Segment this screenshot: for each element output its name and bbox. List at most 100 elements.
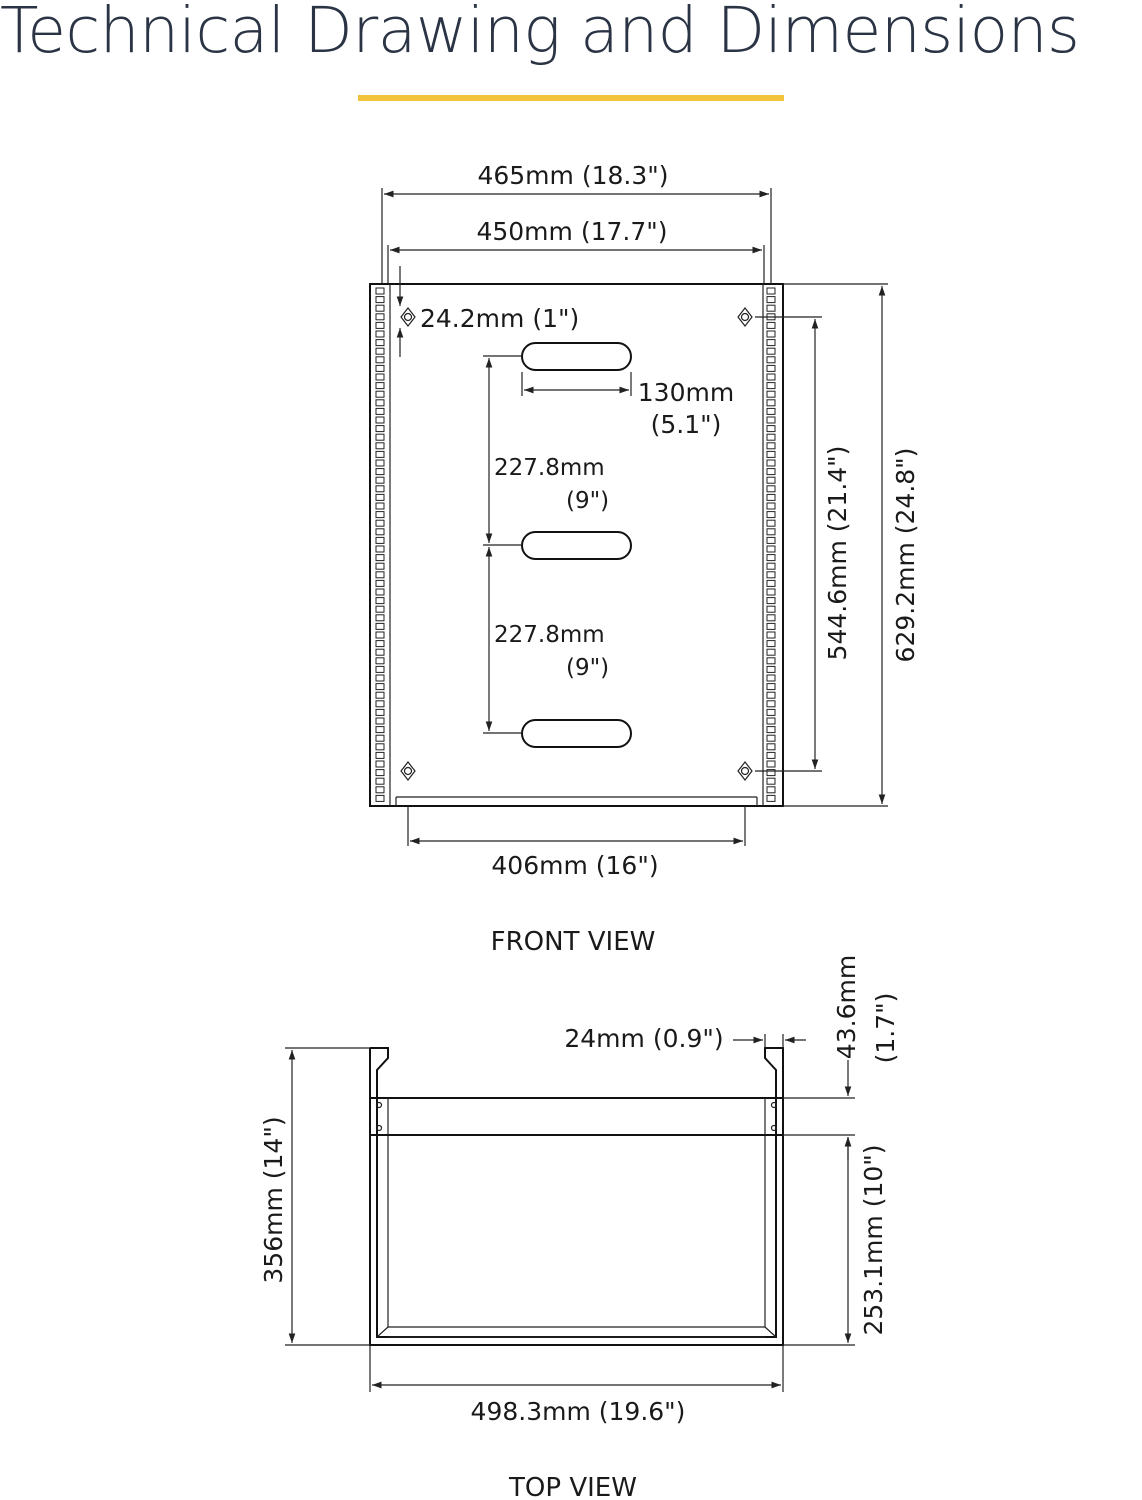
rail-hole — [375, 382, 385, 390]
rail-hole — [766, 356, 776, 364]
page-title: Technical Drawing and Dimensions — [0, 0, 1080, 67]
rail-hole — [375, 321, 385, 329]
rail-hole — [375, 468, 385, 476]
rail-hole — [375, 485, 385, 493]
rail-hole — [375, 407, 385, 415]
rail-hole — [766, 347, 776, 355]
rail-hole — [375, 502, 385, 510]
rail-hole — [375, 493, 385, 501]
dim-slot-length-in: (5.1") — [651, 410, 722, 439]
rail-hole — [766, 614, 776, 622]
rail-hole — [375, 416, 385, 424]
rail-hole — [375, 769, 385, 777]
rail-hole — [375, 562, 385, 570]
rail-hole — [375, 442, 385, 450]
front-view-label: FRONT VIEW — [491, 927, 656, 957]
rail-hole — [375, 683, 385, 691]
rail-hole — [375, 640, 385, 648]
rail-hole — [375, 356, 385, 364]
rail-hole — [766, 373, 776, 381]
rail-hole — [766, 468, 776, 476]
rail-hole — [375, 622, 385, 630]
rail-hole — [375, 657, 385, 665]
rail-hole — [766, 648, 776, 656]
rail-hole — [766, 562, 776, 570]
rail-hole — [375, 296, 385, 304]
top-view: 24mm (0.9") 43.6mm (1.7") 253.1mm (10") … — [259, 955, 900, 1500]
rail-hole — [766, 425, 776, 433]
rail-hole — [375, 399, 385, 407]
rail-hole — [766, 399, 776, 407]
rail-hole — [375, 390, 385, 398]
front-panel-outline — [369, 283, 784, 807]
dim-slot-spacing-2-in: (9") — [566, 655, 609, 681]
rail-hole — [766, 674, 776, 682]
rail-hole — [375, 304, 385, 312]
dim-inner-depth: 253.1mm (10") — [859, 1144, 888, 1335]
rail-hole — [375, 786, 385, 794]
rail-hole — [375, 588, 385, 596]
rail-hole — [766, 691, 776, 699]
rail-hole — [766, 726, 776, 734]
keyhole-top-right — [737, 307, 753, 327]
rail-hole — [766, 622, 776, 630]
dim-keyhole-width: 406mm (16") — [491, 851, 658, 880]
rail-hole — [766, 364, 776, 372]
rail-hole — [375, 726, 385, 734]
rail-hole — [375, 579, 385, 587]
dim-rail-depth-in: (1.7") — [871, 993, 900, 1064]
rail-hole — [375, 708, 385, 716]
rail-hole — [375, 536, 385, 544]
rail-hole — [375, 287, 385, 295]
rail-hole — [766, 519, 776, 527]
left-rail-holes — [375, 287, 385, 802]
rail-hole — [766, 717, 776, 725]
rail-hole — [766, 536, 776, 544]
rail-hole — [766, 571, 776, 579]
rail-hole — [375, 631, 385, 639]
rail-hole — [766, 683, 776, 691]
rail-hole — [375, 459, 385, 467]
rail-hole — [766, 700, 776, 708]
rail-hole — [375, 476, 385, 484]
rail-hole — [766, 665, 776, 673]
dim-overall-width: 465mm (18.3") — [477, 161, 668, 190]
title-underline — [358, 95, 784, 101]
rail-hole — [375, 700, 385, 708]
rail-hole — [766, 545, 776, 553]
keyhole-bottom-left — [400, 761, 416, 781]
rail-hole — [766, 450, 776, 458]
dim-slot-spacing-1-in: (9") — [566, 488, 609, 514]
dim-flange: 24mm (0.9") — [564, 1024, 723, 1053]
rail-hole — [766, 304, 776, 312]
rail-hole — [375, 605, 385, 613]
rail-hole — [375, 777, 385, 785]
rail-hole — [766, 296, 776, 304]
rail-hole — [766, 390, 776, 398]
rail-hole — [766, 511, 776, 519]
rail-hole — [375, 313, 385, 321]
rail-hole — [766, 502, 776, 510]
mounting-slot-middle — [521, 531, 632, 560]
rail-hole — [766, 794, 776, 802]
rail-hole — [375, 347, 385, 355]
rail-hole — [766, 442, 776, 450]
rail-hole — [766, 631, 776, 639]
rail-hole — [375, 433, 385, 441]
rail-hole — [375, 751, 385, 759]
rail-hole — [375, 554, 385, 562]
rail-hole — [766, 476, 776, 484]
rail-hole — [766, 579, 776, 587]
dim-overall-depth: 356mm (14") — [259, 1116, 288, 1283]
dim-slot-length: 130mm — [638, 378, 734, 407]
rail-hole — [766, 493, 776, 501]
rail-hole — [766, 605, 776, 613]
rail-hole — [766, 485, 776, 493]
right-rail-holes — [766, 287, 776, 802]
top-view-label: TOP VIEW — [508, 1473, 637, 1500]
rail-hole — [375, 597, 385, 605]
rail-hole — [766, 433, 776, 441]
rail-hole — [766, 751, 776, 759]
front-view: 465mm (18.3") 450mm (17.7") 24.2mm (1") … — [369, 161, 920, 957]
